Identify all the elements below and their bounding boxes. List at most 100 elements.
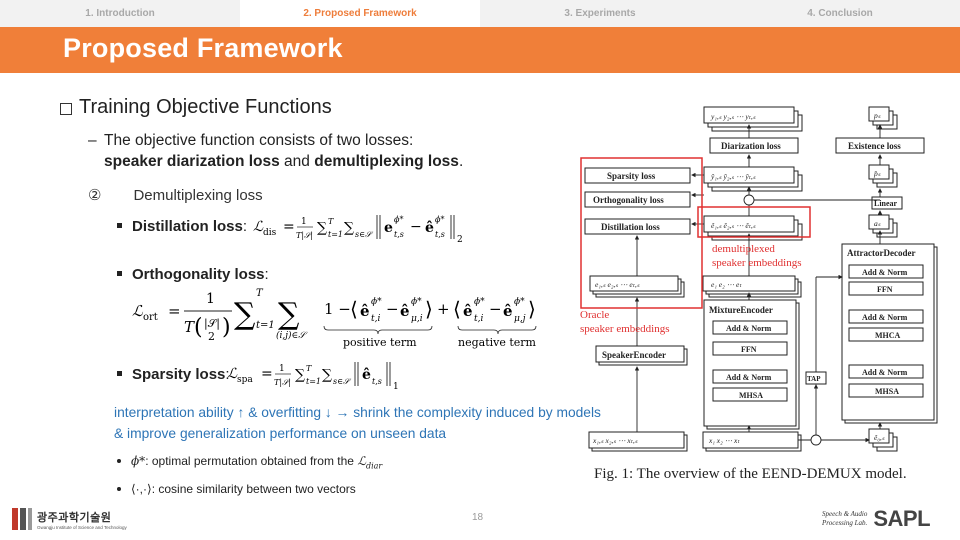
svg-text:ê: ê <box>362 367 371 383</box>
heading-text: Training Objective Functions <box>79 96 332 118</box>
svg-text:T: T <box>256 288 264 299</box>
svg-text:ê: ê <box>360 302 370 320</box>
svg-text:t=1: t=1 <box>306 377 321 386</box>
svg-text:=: = <box>168 302 181 320</box>
sapl-logo: Speech & Audio Processing Lab. SAPL <box>822 506 931 532</box>
sapl-logo-mark: SAPL <box>873 506 931 531</box>
svg-text:ê: ê <box>463 302 473 320</box>
colon: : <box>225 366 230 383</box>
svg-text:∑: ∑ <box>317 220 327 236</box>
attractor-ffn: FFN <box>877 285 893 294</box>
cosine-bullet: ⟨·,·⟩: cosine similarity between two vec… <box>117 482 356 496</box>
svg-text:ϕ*: ϕ* <box>394 215 403 224</box>
svg-text:T|𝒮|: T|𝒮| <box>274 378 291 387</box>
svg-text:1 −: 1 − <box>324 300 351 318</box>
svg-text:μ,j: μ,j <box>514 314 526 324</box>
svg-text:ϕ*: ϕ* <box>411 297 422 307</box>
svg-text:∑: ∑ <box>295 367 305 383</box>
svg-text:1: 1 <box>393 382 399 392</box>
negative-term-label: negative term <box>458 336 537 349</box>
mixture-add-norm-2: Add & Norm <box>726 373 772 382</box>
demultiplexing-loss-term: demultiplexing loss <box>314 153 459 170</box>
orthogonality-loss-label: Orthogonality loss <box>132 266 265 283</box>
tab-introduction[interactable]: 1. Introduction <box>85 8 155 19</box>
gist-logo: 광주과학기술원 Gwangju Institute of Science and… <box>12 508 127 530</box>
svg-text:x₁,ₛ x₂,ₛ ⋯ xₜ,ₛ: x₁,ₛ x₂,ₛ ⋯ xₜ,ₛ <box>592 436 638 445</box>
svg-text:t,i: t,i <box>474 314 483 324</box>
svg-text:=: = <box>283 219 295 235</box>
mixture-mhsa: MHSA <box>739 391 763 400</box>
square-bullet-icon <box>117 270 122 276</box>
demux-annotation-line2: speaker embeddings <box>712 257 802 269</box>
square-bullet-icon <box>117 370 122 376</box>
attractor-mhsa: MHSA <box>875 387 899 396</box>
svg-text:t,s: t,s <box>394 230 404 239</box>
svg-text:ϕ*: ϕ* <box>435 215 444 224</box>
speaker-encoder-box: SpeakerEncoder <box>602 350 666 360</box>
mixture-add-norm-1: Add & Norm <box>726 324 772 333</box>
distillation-loss-item: Distillation loss: ℒ dis = 1 T|𝒮| ∑ T t=… <box>117 215 463 245</box>
svg-text:−: − <box>489 300 502 318</box>
distillation-loss-label: Distillation loss <box>132 218 243 235</box>
colon: : <box>242 218 248 235</box>
svg-text:e: e <box>384 220 393 236</box>
svg-text:s∈𝒮: s∈𝒮 <box>355 230 374 239</box>
svg-text:T|𝒮|: T|𝒮| <box>296 231 313 240</box>
svg-text:2: 2 <box>208 330 215 343</box>
svg-text:∑: ∑ <box>344 220 354 236</box>
svg-text:x₁ x₂ ⋯ xₜ: x₁ x₂ ⋯ xₜ <box>708 436 740 445</box>
description-line2: speaker diarization loss and demultiplex… <box>104 151 463 172</box>
section-heading: Training Objective Functions <box>60 96 332 119</box>
demux-annotation-line1: demultiplexed <box>712 243 775 255</box>
circled-number: ② <box>88 187 102 204</box>
svg-text:ê₁,ₛ ê₂,ₛ ⋯ êₜ,ₛ: ê₁,ₛ ê₂,ₛ ⋯ êₜ,ₛ <box>711 221 756 230</box>
tab-experiments[interactable]: 3. Experiments <box>564 8 636 19</box>
objective-description: – The objective function consists of two… <box>88 130 463 172</box>
svg-text:∑: ∑ <box>278 297 300 332</box>
eend-demux-diagram: Sparsity loss Orthogonality loss Distill… <box>580 106 938 452</box>
attractor-add-norm-2: Add & Norm <box>862 313 908 322</box>
period-text: . <box>458 153 464 170</box>
sapl-logo-line2: Processing Lab. <box>822 519 868 527</box>
svg-text:1: 1 <box>279 364 285 374</box>
oracle-annotation-line1: Oracle <box>580 309 609 321</box>
svg-text:pₛ: pₛ <box>873 111 881 120</box>
svg-text:p̂ₛ: p̂ₛ <box>873 169 881 178</box>
svg-text:+: + <box>437 300 450 318</box>
svg-text:ê: ê <box>425 220 434 236</box>
svg-text:2: 2 <box>457 235 463 245</box>
and-text: and <box>279 153 315 170</box>
tab-proposed-framework[interactable]: 2. Proposed Framework <box>240 0 480 27</box>
svg-text:−: − <box>410 219 422 235</box>
figure-caption: Fig. 1: The overview of the EEND-DEMUX m… <box>594 466 907 482</box>
slide-title: Proposed Framework <box>63 33 343 63</box>
svg-text:∑: ∑ <box>322 367 332 383</box>
interpretation-note: interpretation ability ↑ & overfitting ↓… <box>114 405 601 441</box>
svg-text:μ,i: μ,i <box>411 314 423 324</box>
svg-text:y₁,ₛ y₂,ₛ ⋯ yₜ,ₛ: y₁,ₛ y₂,ₛ ⋯ yₜ,ₛ <box>710 112 756 121</box>
diarization-loss-term: speaker diarization loss <box>104 153 280 170</box>
colon: : <box>264 266 269 283</box>
tab-conclusion[interactable]: 4. Conclusion <box>807 8 873 19</box>
svg-text:e₁ e₂ ⋯ eₜ: e₁ e₂ ⋯ eₜ <box>711 280 742 289</box>
svg-text:|𝒮|: |𝒮| <box>204 317 220 331</box>
svg-text:): ) <box>222 315 231 340</box>
svg-text:T: T <box>184 318 195 336</box>
svg-text:1: 1 <box>206 291 215 307</box>
gist-logo-mark-icon <box>12 508 32 530</box>
linear-box: Linear <box>874 199 898 208</box>
cosine-text: ⟨·,·⟩: cosine similarity between two vec… <box>131 482 356 496</box>
title-banner: Proposed Framework <box>0 27 960 73</box>
existence-loss-box: Existence loss <box>848 141 901 151</box>
svg-text:ê: ê <box>400 302 410 320</box>
svg-text:spa: spa <box>237 375 253 385</box>
orthogonality-loss-item: Orthogonality loss: <box>117 266 269 283</box>
svg-text:e₁,ₛ e₂,ₛ ⋯ eₜ,ₛ: e₁,ₛ e₂,ₛ ⋯ eₜ,ₛ <box>595 280 640 289</box>
svg-text:t,s: t,s <box>435 230 445 239</box>
page-number: 18 <box>472 512 484 523</box>
svg-text:t,s: t,s <box>372 377 382 386</box>
svg-text:ϕ*: ϕ* <box>371 297 382 307</box>
svg-text:⟨: ⟨ <box>350 297 358 321</box>
phi-star-symbol: ϕ* <box>131 454 146 468</box>
svg-text:⟩: ⟩ <box>528 297 536 321</box>
